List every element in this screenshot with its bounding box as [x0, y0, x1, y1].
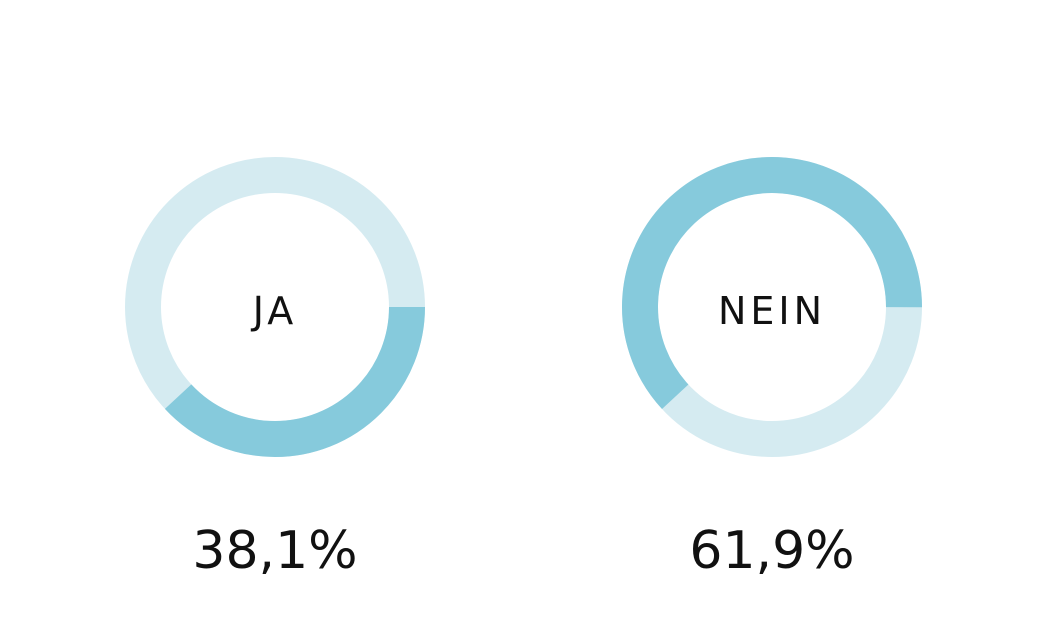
- donut-nein-label: NEIN: [718, 289, 826, 333]
- donut-ja: JA 38,1%: [125, 157, 425, 581]
- donut-nein-value-arc: [622, 157, 922, 457]
- donut-ja-percent: 38,1%: [192, 521, 357, 581]
- donut-nein-percent: 61,9%: [689, 521, 854, 581]
- donut-ja-value-arc: [125, 157, 425, 457]
- donut-nein: NEIN 61,9%: [622, 157, 922, 581]
- donut-ja-label: JA: [251, 289, 298, 333]
